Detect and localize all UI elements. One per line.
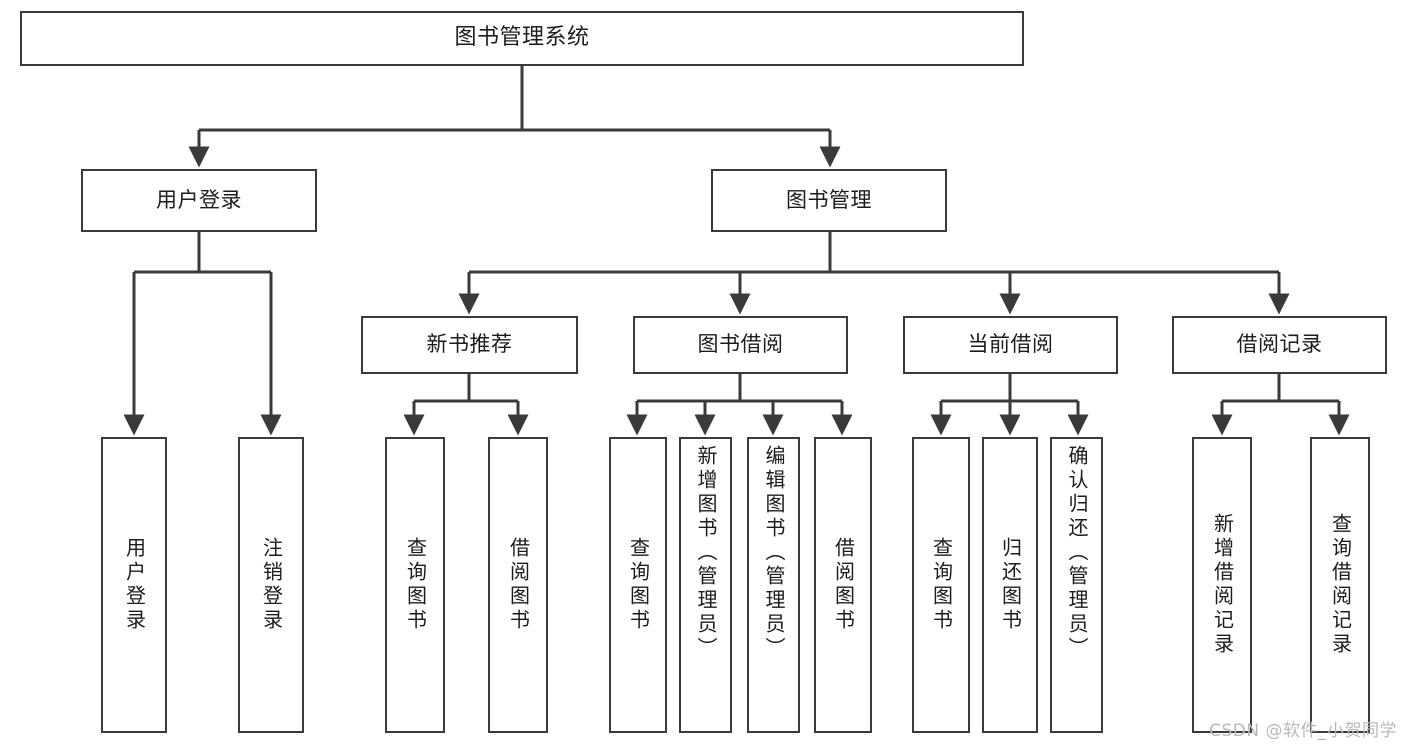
node-label: 当前借阅 <box>967 332 1054 357</box>
leaf-return-books[interactable]: 归还图书 <box>982 437 1038 733</box>
node-label: 借阅图书 <box>506 537 531 633</box>
leaf-borrow-books-borrow[interactable]: 借阅图书 <box>814 437 872 733</box>
leaf-logout[interactable]: 注销登录 <box>238 437 304 733</box>
node-label: 用户登录 <box>122 537 147 633</box>
leaf-confirm-return-admin[interactable]: 确认归还（管理员） <box>1050 437 1103 733</box>
leaf-borrow-books-recommend[interactable]: 借阅图书 <box>488 437 548 733</box>
node-label: 图书管理系统 <box>454 25 590 51</box>
node-label: 确认归还（管理员） <box>1065 445 1089 661</box>
leaf-query-books-current[interactable]: 查询图书 <box>912 437 970 733</box>
node-label: 用户登录 <box>156 187 242 212</box>
node-label: 注销登录 <box>259 537 284 633</box>
node-root-system[interactable]: 图书管理系统 <box>20 11 1024 66</box>
node-label: 查询图书 <box>626 537 651 633</box>
leaf-query-books-borrow[interactable]: 查询图书 <box>609 437 667 733</box>
leaf-edit-book-admin[interactable]: 编辑图书（管理员） <box>747 437 800 733</box>
node-label: 借阅图书 <box>831 537 856 633</box>
node-label: 新增借阅记录 <box>1210 513 1235 657</box>
node-label: 查询图书 <box>403 537 428 633</box>
node-label: 新书推荐 <box>426 332 513 357</box>
node-label: 新增图书（管理员） <box>694 445 718 661</box>
node-new-book-recommend[interactable]: 新书推荐 <box>361 316 578 374</box>
node-user-login[interactable]: 用户登录 <box>81 169 317 232</box>
node-book-management[interactable]: 图书管理 <box>711 169 947 232</box>
node-label: 编辑图书（管理员） <box>762 445 786 661</box>
node-current-borrow[interactable]: 当前借阅 <box>903 316 1118 374</box>
leaf-add-borrow-record[interactable]: 新增借阅记录 <box>1192 437 1252 733</box>
leaf-query-books-recommend[interactable]: 查询图书 <box>385 437 445 733</box>
node-label: 查询借阅记录 <box>1328 513 1353 657</box>
watermark-text: CSDN @软件_小贺同学 <box>1209 721 1397 741</box>
leaf-add-book-admin[interactable]: 新增图书（管理员） <box>679 437 732 733</box>
leaf-user-login[interactable]: 用户登录 <box>101 437 167 733</box>
node-label: 查询图书 <box>929 537 954 633</box>
node-book-borrow[interactable]: 图书借阅 <box>633 316 848 374</box>
node-label: 图书借阅 <box>697 332 784 357</box>
node-label: 借阅记录 <box>1236 332 1323 357</box>
node-borrow-records[interactable]: 借阅记录 <box>1172 316 1387 374</box>
node-label: 图书管理 <box>786 187 872 212</box>
node-label: 归还图书 <box>998 537 1023 633</box>
leaf-query-borrow-record[interactable]: 查询借阅记录 <box>1310 437 1370 733</box>
